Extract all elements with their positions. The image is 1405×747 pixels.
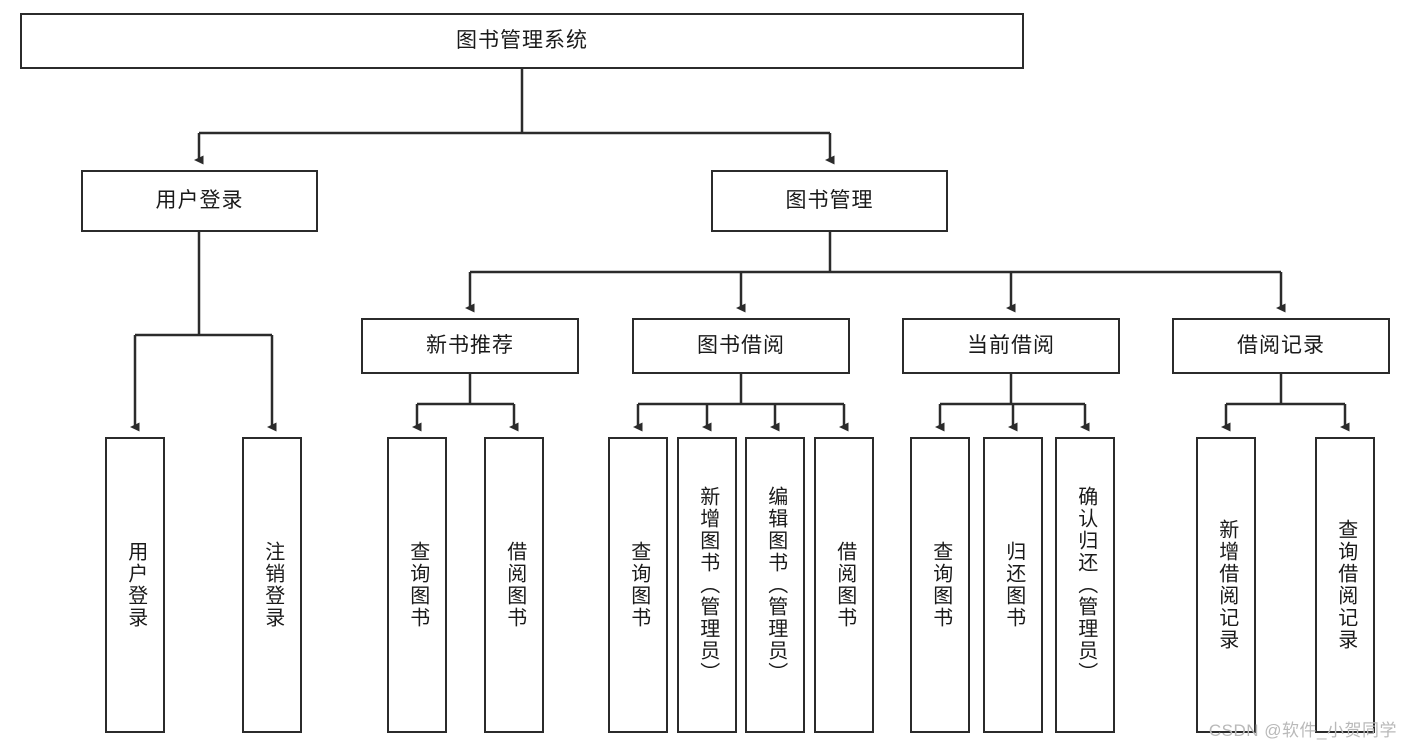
node-current-borrow[interactable]: 当前借阅 — [902, 318, 1120, 374]
node-leaf-user-logout[interactable]: 注销登录 — [242, 437, 302, 733]
node-leaf-user-login[interactable]: 用户登录 — [105, 437, 165, 733]
node-leaf-query-book-1-label: 查询图书 — [406, 541, 429, 629]
node-leaf-return-book-label: 归还图书 — [1002, 541, 1025, 629]
node-new-book-rec-label: 新书推荐 — [426, 334, 514, 358]
node-borrow-record[interactable]: 借阅记录 — [1172, 318, 1390, 374]
node-leaf-query-record-label: 查询借阅记录 — [1334, 519, 1357, 651]
node-leaf-query-book-2-label: 查询图书 — [627, 541, 650, 629]
node-leaf-borrow-book-2[interactable]: 借阅图书 — [814, 437, 874, 733]
node-leaf-query-book-3[interactable]: 查询图书 — [910, 437, 970, 733]
node-leaf-user-logout-label: 注销登录 — [261, 541, 284, 629]
node-leaf-borrow-book-2-label: 借阅图书 — [833, 541, 856, 629]
node-leaf-borrow-book-1[interactable]: 借阅图书 — [484, 437, 544, 733]
node-book-borrow-label: 图书借阅 — [697, 334, 785, 358]
node-leaf-query-book-1[interactable]: 查询图书 — [387, 437, 447, 733]
node-root-label: 图书管理系统 — [456, 29, 588, 53]
node-book-manage-label: 图书管理 — [785, 189, 874, 213]
watermark-text: CSDN @软件_小贺同学 — [1208, 721, 1397, 740]
node-leaf-query-record[interactable]: 查询借阅记录 — [1315, 437, 1375, 733]
node-leaf-query-book-3-label: 查询图书 — [929, 541, 952, 629]
node-leaf-edit-book[interactable]: 编辑图书（管理员） — [745, 437, 805, 733]
node-leaf-confirm-return-label: 确认归还（管理员） — [1074, 486, 1097, 684]
node-leaf-return-book[interactable]: 归还图书 — [983, 437, 1043, 733]
node-leaf-add-record-label: 新增借阅记录 — [1215, 519, 1238, 651]
node-book-borrow[interactable]: 图书借阅 — [632, 318, 850, 374]
node-user-login-label: 用户登录 — [155, 189, 244, 213]
node-new-book-rec[interactable]: 新书推荐 — [361, 318, 579, 374]
node-leaf-add-book[interactable]: 新增图书（管理员） — [677, 437, 737, 733]
node-leaf-add-book-label: 新增图书（管理员） — [696, 486, 719, 684]
node-borrow-record-label: 借阅记录 — [1237, 334, 1325, 358]
node-leaf-add-record[interactable]: 新增借阅记录 — [1196, 437, 1256, 733]
node-leaf-edit-book-label: 编辑图书（管理员） — [764, 486, 787, 684]
node-book-manage[interactable]: 图书管理 — [711, 170, 948, 232]
node-current-borrow-label: 当前借阅 — [967, 334, 1055, 358]
node-leaf-query-book-2[interactable]: 查询图书 — [608, 437, 668, 733]
node-root[interactable]: 图书管理系统 — [20, 13, 1024, 69]
node-leaf-user-login-label: 用户登录 — [124, 541, 147, 629]
node-leaf-confirm-return[interactable]: 确认归还（管理员） — [1055, 437, 1115, 733]
node-leaf-borrow-book-1-label: 借阅图书 — [503, 541, 526, 629]
node-user-login[interactable]: 用户登录 — [81, 170, 318, 232]
